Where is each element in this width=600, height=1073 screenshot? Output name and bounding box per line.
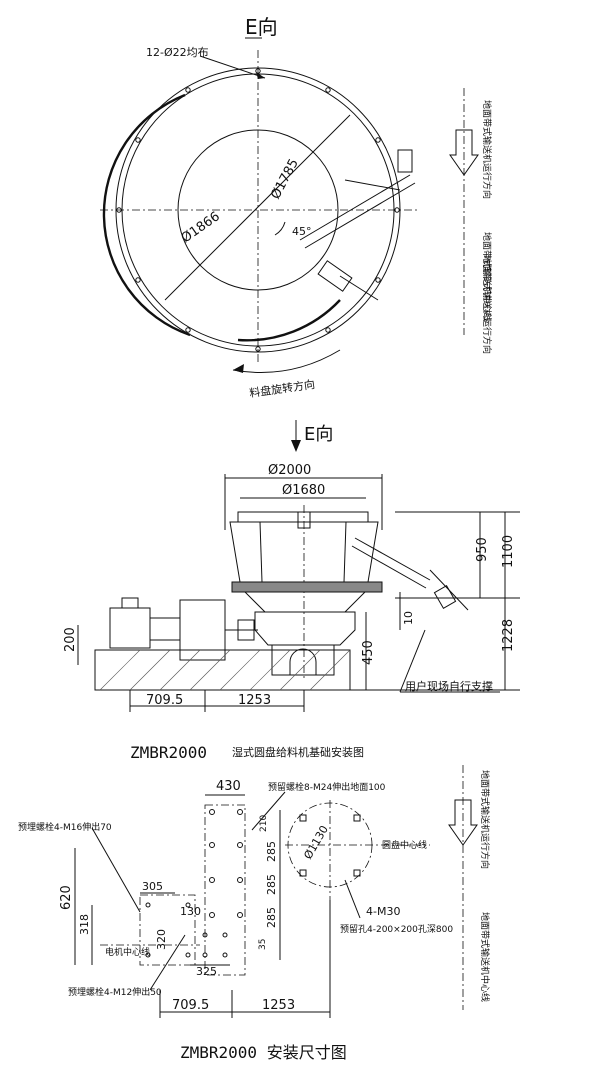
coupling (149, 617, 181, 641)
top-view: E向 12-Ø22均布 Ø1785 Ø1866 45° (100, 15, 493, 400)
dim-1866: Ø1866 (179, 209, 223, 246)
disc-plate (231, 581, 383, 593)
angle-arc (274, 221, 286, 236)
label-disc-center: 圆盘中心线 (382, 839, 427, 851)
label-hole: 预留孔4-200×200孔深800 (340, 923, 453, 935)
scraper-blade-2 (304, 182, 416, 249)
support-leader (399, 629, 426, 693)
reducer-footprint (204, 804, 246, 976)
reducer-arch (289, 648, 317, 675)
dia-line (164, 114, 351, 301)
top-right-label-2: 地面带式输送机中心线 (481, 232, 493, 322)
angle-label: 45° (292, 225, 312, 238)
holes-note: 12-Ø22均布 (146, 46, 209, 59)
plan-view: 430 预留螺栓8-M24伸出地面100 预埋螺栓4-M16伸出70 210 2… (18, 765, 491, 1062)
dim-285b: 285 (265, 874, 278, 895)
conveyor-arrow-top (449, 129, 479, 176)
gear-reducer (179, 599, 226, 661)
plan-dim-1253: 1253 (262, 998, 295, 1013)
e-arrow-head (291, 440, 301, 452)
dim-318: 318 (78, 914, 91, 935)
scraper-gear (317, 260, 353, 292)
label-bolt-m16: 预埋螺栓4-M16伸出70 (18, 821, 112, 833)
front-caption: ZMBR2000 (130, 743, 207, 762)
m30-holes (299, 814, 361, 877)
dim-620: 620 (59, 885, 74, 910)
top-right-label-3: 地面带式输送机运行方向 (481, 255, 493, 354)
dim-285a: 285 (265, 841, 278, 862)
hopper-line-2 (343, 521, 347, 583)
motor-box (121, 597, 139, 609)
dim-130: 130 (180, 905, 201, 918)
support-note: 用户现场自行支撑 (405, 679, 493, 693)
plan-conveyor-arrow (448, 799, 478, 846)
dim-305: 305 (142, 880, 163, 893)
dim-709: 709.5 (146, 693, 183, 708)
bold-arc-bottom (237, 299, 341, 342)
motor-footprint (139, 894, 196, 966)
rotation-arrow (232, 349, 341, 373)
chute-arm-2 (351, 545, 427, 589)
label-bolt-m12: 预埋螺栓4-M12伸出50 (68, 986, 162, 998)
dim-2000: Ø2000 (268, 463, 311, 478)
view-label-e: E向 (245, 15, 278, 39)
scraper-mount (397, 149, 413, 173)
hopper-top-ring (237, 511, 369, 523)
plan-right-label-2: 地面带式输送机中心线 (479, 912, 491, 1002)
dim-430: 430 (216, 779, 241, 794)
reducer-housing (254, 611, 356, 646)
m16-leader (91, 827, 141, 913)
label-motor: 电机中心线 (105, 946, 150, 958)
chute-wheel (433, 585, 457, 609)
scraper-blade (299, 174, 411, 241)
front-caption-suffix: 湿式圆盘给料机基础安装图 (232, 745, 364, 759)
dim-35: 35 (258, 939, 268, 950)
dim-950: 950 (475, 537, 490, 562)
plan-dim-709: 709.5 (172, 998, 209, 1013)
dim-325: 325 (196, 965, 217, 978)
dim-1100: 1100 (501, 535, 516, 568)
dim-10: 10 (402, 611, 415, 625)
dim-285c: 285 (265, 907, 278, 928)
dim-1680: Ø1680 (282, 483, 325, 498)
top-right-label-1: 地面带式输送机运行方向 (481, 100, 493, 199)
reducer-base (271, 644, 335, 676)
label-top-bolt: 预留螺栓8-M24伸出地面100 (268, 781, 386, 793)
dim-210: 210 (259, 815, 269, 832)
top-bolt-leader (251, 791, 286, 831)
front-e-label: E向 (304, 424, 333, 445)
hopper-line-1 (259, 521, 263, 583)
motor (109, 607, 151, 649)
dim-1228: 1228 (501, 619, 516, 652)
holes-leader (199, 55, 266, 79)
disc-cone (243, 591, 367, 613)
plan-right-label-1: 地面带式输送机运行方向 (479, 770, 491, 869)
rotation-note: 料盘旋转方向 (248, 377, 315, 400)
dim-450: 450 (361, 640, 376, 665)
front-view: E向 Ø2000 Ø1680 (63, 420, 520, 762)
dim-320: 320 (155, 929, 168, 950)
chute-arm-1 (354, 537, 431, 581)
plan-caption: ZMBR2000 安装尺寸图 (180, 1043, 347, 1062)
foundation-hatch (99, 649, 351, 691)
rotation-arrowhead (233, 364, 244, 373)
dim-1785: Ø1785 (268, 157, 302, 202)
m30-leader (344, 879, 361, 919)
shaft-coupling (237, 619, 255, 641)
dia-1130: Ø1130 (301, 823, 331, 861)
scraper-arm-1 (344, 179, 401, 191)
label-m30: 4-M30 (366, 905, 400, 918)
foundation (94, 649, 351, 691)
scraper-rod (339, 275, 379, 301)
bolt-pattern (145, 809, 243, 958)
m12-leader (149, 934, 186, 991)
dim-1253: 1253 (238, 693, 271, 708)
dim-200: 200 (63, 627, 78, 652)
bold-arc-left (102, 93, 191, 337)
